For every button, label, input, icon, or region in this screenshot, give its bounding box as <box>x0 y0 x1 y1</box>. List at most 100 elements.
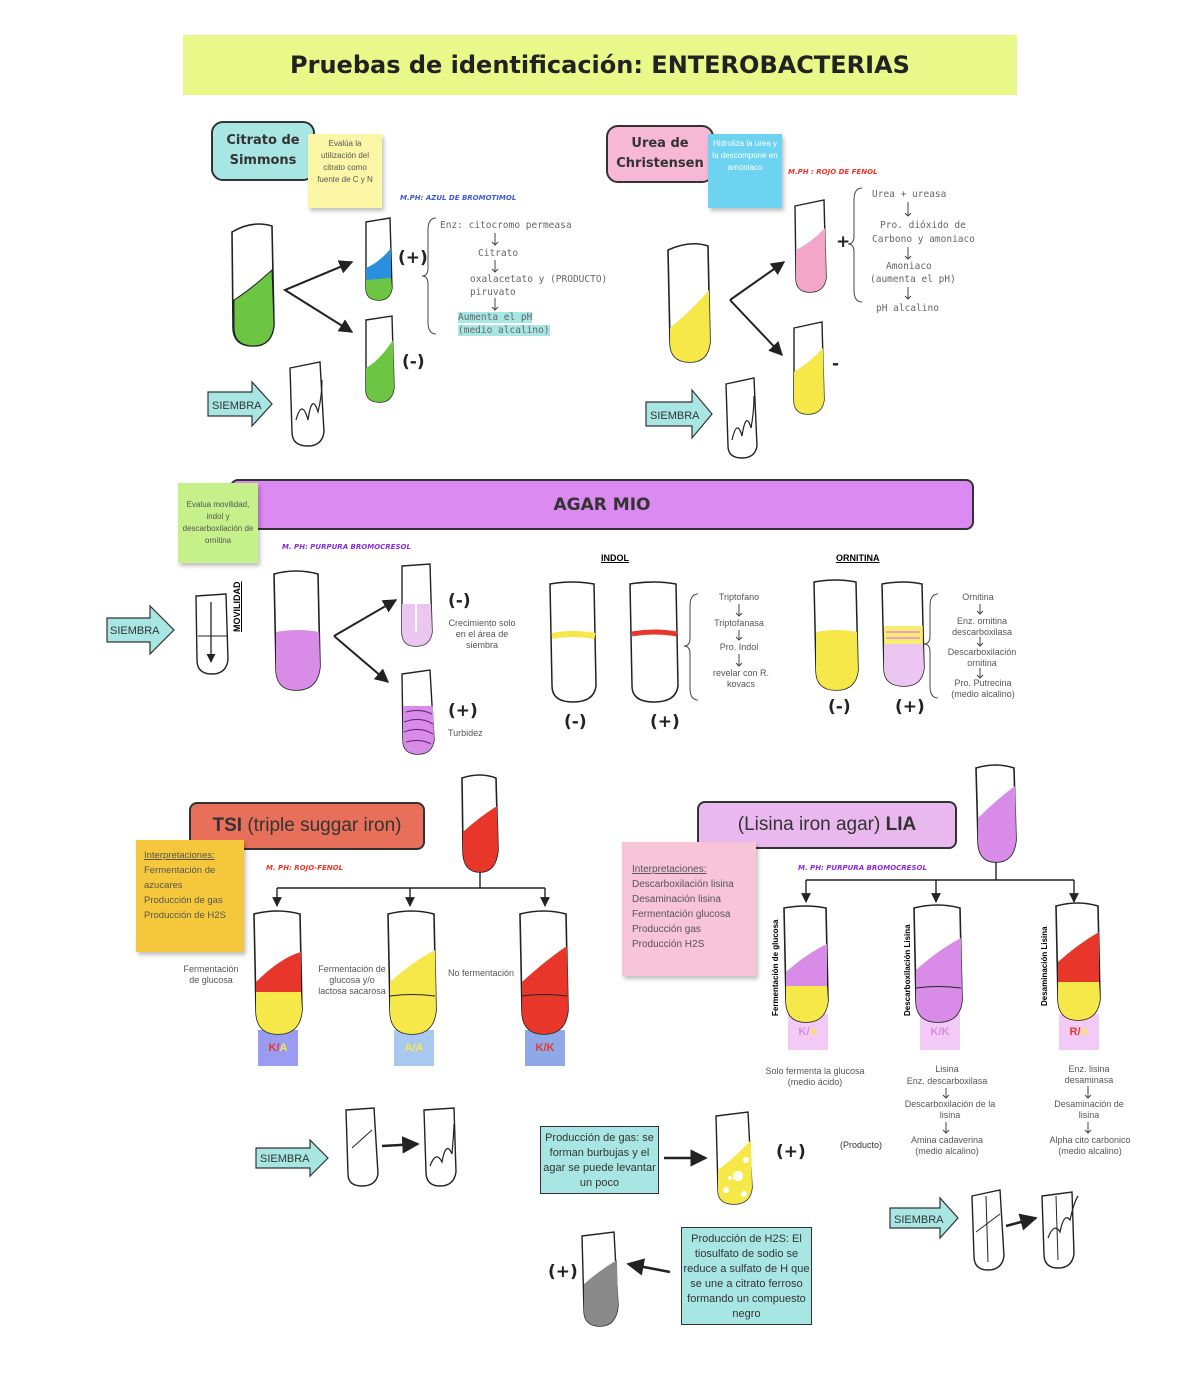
lia-siembra-tube-2 <box>1041 1191 1079 1269</box>
tsi-tag-3: K/K <box>525 1030 565 1066</box>
indol-pos: (+) <box>650 712 680 732</box>
ornitina-step-4: Pro. Putrecina (medio alcalino) <box>951 678 1015 699</box>
tsi-gas-tube <box>715 1111 753 1205</box>
lia-tag-1-a: A <box>809 1026 818 1038</box>
tsi-tag-2-k: A <box>404 1042 413 1054</box>
indol-title: INDOL <box>601 553 629 563</box>
urea-neg: - <box>832 354 840 374</box>
ornitina-pos-tube <box>881 581 925 687</box>
lia-tag-3-sep: / <box>1077 1026 1081 1038</box>
lia-header: (Lisina iron agar) LIA <box>697 801 957 849</box>
mio-neg-note: Crecimiento solo en el área de siembra <box>448 618 516 650</box>
tsi-siembra-arrow-2 <box>381 1136 420 1154</box>
citrato-main-tube <box>231 223 275 347</box>
tsi-tube-1 <box>253 910 303 1035</box>
mio-siembra-arrow <box>106 604 175 656</box>
lia-t3-step-1: Enz. lisina desaminasa <box>1064 1064 1114 1085</box>
tsi-gas-note: Producción de gas: se forman burbujas y … <box>540 1126 659 1194</box>
urea-step-5: (aumenta el pH) <box>870 274 956 285</box>
citrato-pos-tube <box>365 217 393 301</box>
tsi-h2s-note: Producción de H2S: El tiosulfato de sodi… <box>681 1227 812 1325</box>
tsi-tube-3-label: No fermentación <box>448 968 515 978</box>
tsi-title-bold: TSI <box>212 815 243 836</box>
lia-tube-3 <box>1055 902 1101 1021</box>
tsi-interp-title: Interpretaciones: <box>144 850 215 861</box>
citrato-step-5: Aumenta el pH <box>458 312 533 323</box>
urea-step-6: pH alcalino <box>876 303 939 314</box>
mio-siembra-tube <box>195 593 229 675</box>
lia-tag-1-k: K <box>798 1026 807 1038</box>
lia-interp-5: Producción H2S <box>632 939 705 950</box>
ornitina-step-arrows <box>976 604 984 679</box>
tsi-branch-lines <box>272 872 550 907</box>
urea-step-3: Carbono y amoniaco <box>872 234 975 245</box>
tsi-title-rest: (triple suggar iron) <box>242 815 402 836</box>
urea-step-4: Amoniaco <box>886 261 932 272</box>
urea-pos: + <box>836 232 851 252</box>
ornitina-step-2: Enz. ornitina descarboxilasa <box>951 616 1013 637</box>
lia-tag-3-k: R <box>1069 1026 1078 1038</box>
urea-neg-tube <box>793 321 825 415</box>
indol-brace <box>683 593 699 701</box>
tsi-siembra-tube-2 <box>423 1107 457 1187</box>
ornitina-title: ORNITINA <box>836 553 880 563</box>
citrato-step-2: Citrato <box>478 248 519 259</box>
tsi-tube-3 <box>519 910 569 1035</box>
indol-pos-tube <box>629 581 679 703</box>
citrato-neg-tube <box>365 315 395 403</box>
lia-producto: (Producto) <box>840 1140 883 1150</box>
lia-step-arrows <box>942 1086 1092 1134</box>
tsi-tag-3-k: K <box>535 1042 544 1054</box>
mio-header: AGAR MIO <box>230 479 974 530</box>
urea-step-arrows <box>904 202 912 300</box>
mio-sticky: Evalua movilidad, indol y descarboxilaci… <box>178 483 258 563</box>
tsi-tube-2-label: Fermentación de glucosa y/o lactosa saca… <box>318 964 386 996</box>
mio-pos-note: Turbidez <box>448 728 483 738</box>
indol-step-4: revelar con R. kovacs <box>712 668 770 689</box>
citrato-brace <box>421 217 437 335</box>
urea-siembra-tube <box>725 377 758 459</box>
citrato-step-1: Enz: citocromo permeasa <box>440 220 572 231</box>
lia-tag-2-a: K <box>941 1026 950 1038</box>
citrato-pos: (+) <box>398 248 428 268</box>
lia-title-bold: LIA <box>885 814 917 835</box>
lia-tag-3-a: A <box>1080 1026 1089 1038</box>
mio-pos: (+) <box>448 701 478 721</box>
lia-siembra-tube-1 <box>971 1189 1005 1271</box>
ornitina-neg: (-) <box>828 697 851 717</box>
citrato-sticky: Evalúa la utilización del citrato como f… <box>308 134 382 208</box>
tsi-tag-2-a: A <box>415 1042 424 1054</box>
tsi-siembra-label: SIEMBRA <box>260 1153 310 1165</box>
urea-pos-tube <box>794 199 827 293</box>
ornitina-neg-tube <box>813 579 859 691</box>
tsi-interp-1: Fermentación de azucares <box>144 865 216 891</box>
citrato-split-arrows <box>282 261 354 333</box>
tsi-interp-sticky: Interpretaciones: Fermentación de azucar… <box>136 840 244 952</box>
lia-interp-3: Fermentación glucosa <box>632 909 731 920</box>
urea-header: Urea de Christensen <box>606 125 714 183</box>
urea-step-2: Pro. dióxido de <box>880 220 966 231</box>
lia-t2-step-1: Lisina <box>935 1064 959 1074</box>
lia-tag-2-k: K <box>930 1026 939 1038</box>
tsi-indicator: M. PH: ROJO-FENOL <box>266 864 344 872</box>
tsi-tag-2: A/A <box>394 1030 434 1066</box>
mio-neg: (-) <box>448 591 471 611</box>
indol-neg: (-) <box>564 712 587 732</box>
citrato-step-3: oxalacetato y (PRODUCTO) <box>470 274 608 285</box>
citrato-arrow-up <box>284 260 354 291</box>
lia-tube-1-note: Solo fermenta la glucosa (medio ácido) <box>765 1066 865 1087</box>
lia-tube-1 <box>783 905 829 1023</box>
mio-arrow-up <box>333 599 398 637</box>
indol-step-arrows <box>735 604 743 667</box>
ornitina-pos: (+) <box>895 697 925 717</box>
lia-tag-2-sep: / <box>938 1026 942 1038</box>
citrato-header: Citrato de Simmons <box>211 121 315 181</box>
lia-tube-2 <box>913 904 963 1023</box>
tsi-tag-1-a: A <box>279 1042 288 1054</box>
citrato-step-6: (medio alcalino) <box>458 325 550 336</box>
tsi-main-tube <box>461 774 499 873</box>
lia-main-tube <box>975 764 1017 863</box>
tsi-h2s-sign: (+) <box>548 1262 578 1282</box>
urea-indicator: M.PH : ROJO DE FENOL <box>788 168 878 176</box>
